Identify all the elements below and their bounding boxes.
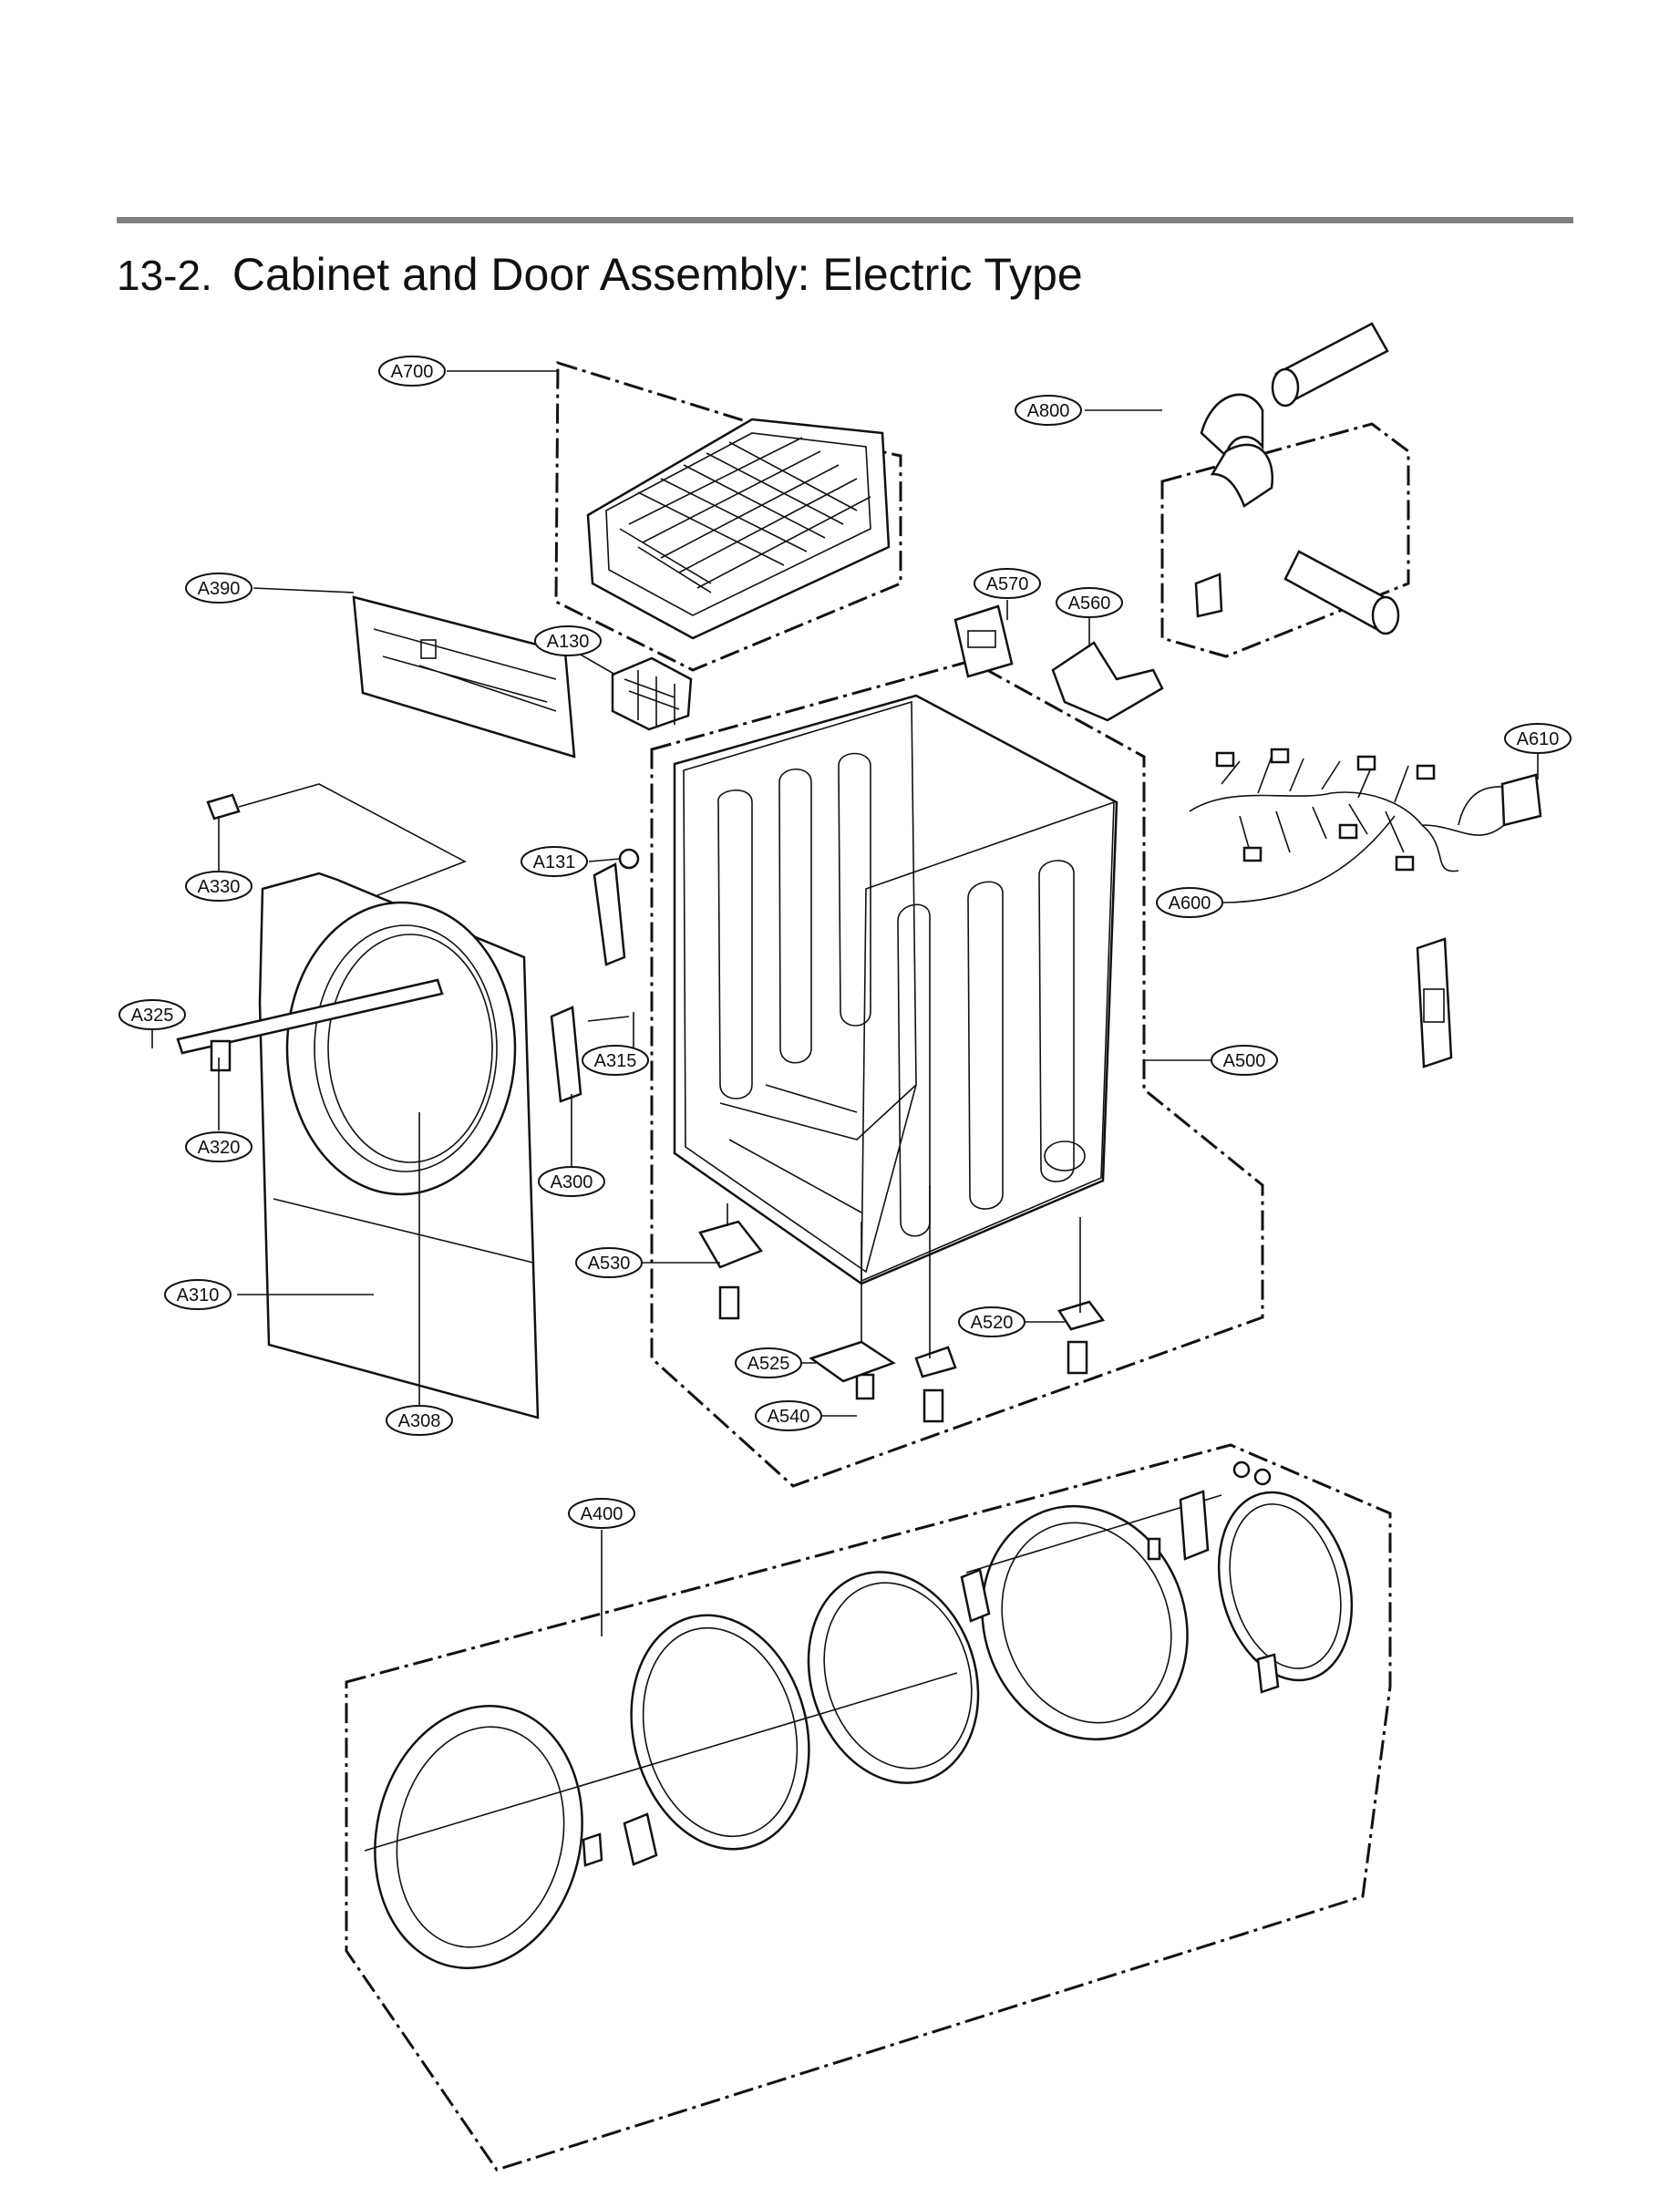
door-switch-part xyxy=(206,783,467,917)
callout-a500: A500 xyxy=(1211,1045,1278,1076)
callout-a560: A560 xyxy=(1056,587,1123,618)
door-hinge-bracket-part xyxy=(550,848,640,1103)
callout-a325: A325 xyxy=(119,999,186,1030)
callout-a310: A310 xyxy=(164,1279,232,1310)
callout-a308: A308 xyxy=(386,1405,453,1436)
svg-text:A308: A308 xyxy=(398,1411,441,1431)
callout-a520: A520 xyxy=(958,1306,1026,1337)
callout-a540: A540 xyxy=(755,1400,822,1431)
svg-text:A390: A390 xyxy=(198,579,241,599)
svg-text:A310: A310 xyxy=(177,1285,220,1306)
drum-light-part xyxy=(1416,937,1453,1068)
svg-text:A330: A330 xyxy=(198,877,241,897)
svg-text:A300: A300 xyxy=(551,1172,593,1192)
callout-a300: A300 xyxy=(538,1166,605,1197)
svg-text:A570: A570 xyxy=(986,574,1029,594)
callout-a700: A700 xyxy=(378,356,446,387)
callout-a131: A131 xyxy=(520,846,588,877)
wire-harness-part xyxy=(1189,748,1542,872)
filter-housing-part xyxy=(611,656,693,731)
svg-text:A400: A400 xyxy=(581,1504,624,1524)
svg-text:A530: A530 xyxy=(588,1254,631,1274)
control-bracket-part xyxy=(352,595,576,759)
svg-text:A700: A700 xyxy=(391,362,434,382)
section-title: Cabinet and Door Assembly: Electric Type xyxy=(232,249,1083,300)
callout-a330: A330 xyxy=(185,871,253,902)
group-outline-duct-kit xyxy=(1160,422,1410,658)
group-outline-cabinet xyxy=(650,659,1264,1488)
callout-a610: A610 xyxy=(1504,723,1572,754)
callout-labels: A700 A800 A390 A570 A560 A130 A610 A330 … xyxy=(119,356,1572,1529)
callout-a320: A320 xyxy=(185,1131,253,1162)
callout-a130: A130 xyxy=(534,625,602,656)
svg-text:A315: A315 xyxy=(594,1051,637,1071)
svg-text:A800: A800 xyxy=(1027,401,1070,421)
front-panel-part xyxy=(176,872,540,1419)
cabinet-part xyxy=(673,694,1118,1285)
svg-text:A540: A540 xyxy=(768,1407,810,1427)
callout-a800: A800 xyxy=(1015,395,1082,426)
svg-text:A520: A520 xyxy=(971,1313,1014,1333)
svg-text:A560: A560 xyxy=(1068,593,1111,614)
leveling-foot-part xyxy=(698,1220,1106,1423)
callout-a570: A570 xyxy=(974,568,1041,599)
svg-text:A131: A131 xyxy=(533,852,576,872)
svg-text:A130: A130 xyxy=(547,632,590,652)
page-title: 13-2. Cabinet and Door Assembly: Electric… xyxy=(117,248,1083,301)
callout-a530: A530 xyxy=(575,1247,643,1278)
svg-text:A600: A600 xyxy=(1169,893,1211,913)
section-number: 13-2. xyxy=(117,252,212,299)
header-rule xyxy=(117,217,1573,223)
svg-text:A500: A500 xyxy=(1223,1051,1266,1071)
door-assembly-part xyxy=(364,1460,1354,1969)
callout-a390: A390 xyxy=(185,573,253,604)
duct-connector-part xyxy=(1051,641,1164,722)
callout-a525: A525 xyxy=(735,1347,802,1378)
callout-a600: A600 xyxy=(1156,887,1223,918)
svg-text:A610: A610 xyxy=(1517,729,1560,749)
callout-a315: A315 xyxy=(582,1045,649,1076)
svg-text:A525: A525 xyxy=(747,1354,790,1374)
svg-text:A325: A325 xyxy=(131,1006,174,1026)
rear-plate-part xyxy=(953,604,1014,678)
callout-a400: A400 xyxy=(568,1498,635,1529)
svg-text:A320: A320 xyxy=(198,1138,241,1158)
dryer-rack-part xyxy=(586,418,891,640)
duct-kit-part xyxy=(1194,322,1400,635)
group-outline-door xyxy=(345,1443,1392,2172)
